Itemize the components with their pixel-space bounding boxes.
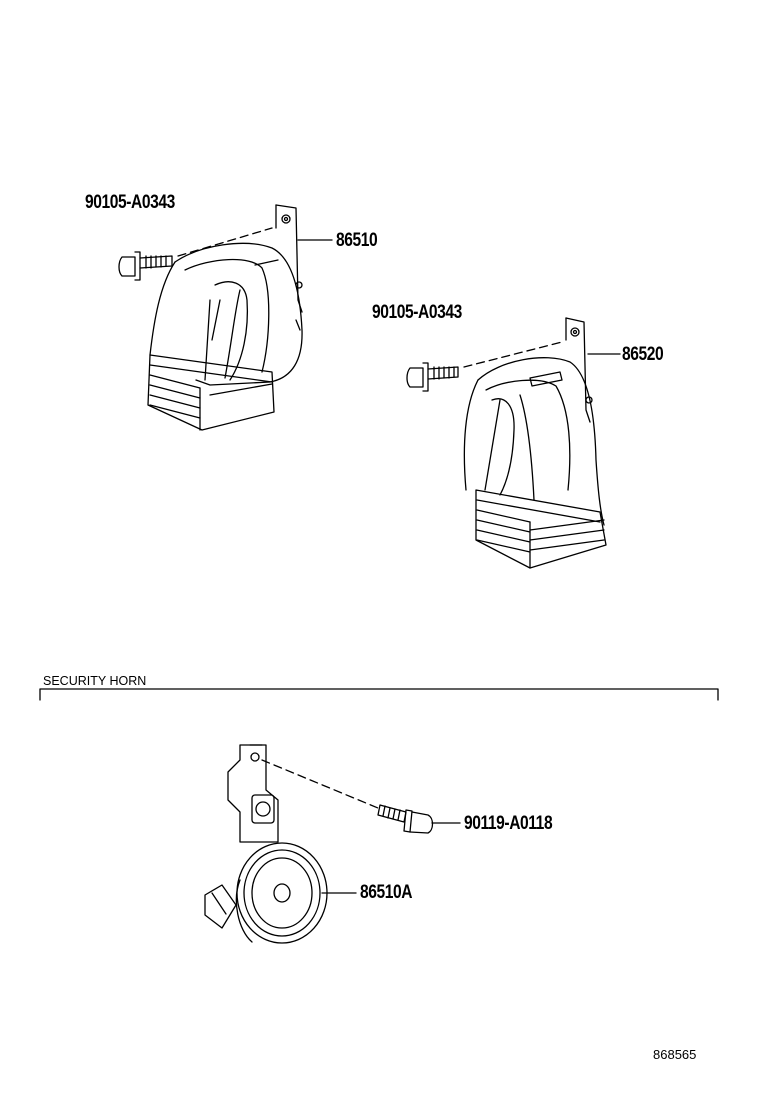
label-bolt-90105-upper: 90105-A0343: [85, 192, 175, 213]
bolt-90119-drawing: [261, 759, 434, 834]
section-frame: [39, 688, 719, 701]
figure-number: 868565: [653, 1047, 697, 1062]
label-bolt-90105-right: 90105-A0343: [372, 302, 462, 323]
label-bolt-90119: 90119-A0118: [464, 813, 553, 834]
horn-86510a-drawing: [204, 744, 328, 944]
horn-86510-drawing: [147, 204, 303, 431]
label-horn-86510: 86510: [336, 230, 378, 251]
section-title-security-horn: SECURITY HORN: [43, 674, 147, 688]
horn-86520-drawing: [463, 317, 607, 569]
bolt-90105-right-drawing: [406, 341, 563, 392]
bolt-90105-upper-drawing: [118, 227, 273, 281]
label-horn-86520: 86520: [622, 344, 664, 365]
label-horn-86510a: 86510A: [360, 882, 413, 903]
